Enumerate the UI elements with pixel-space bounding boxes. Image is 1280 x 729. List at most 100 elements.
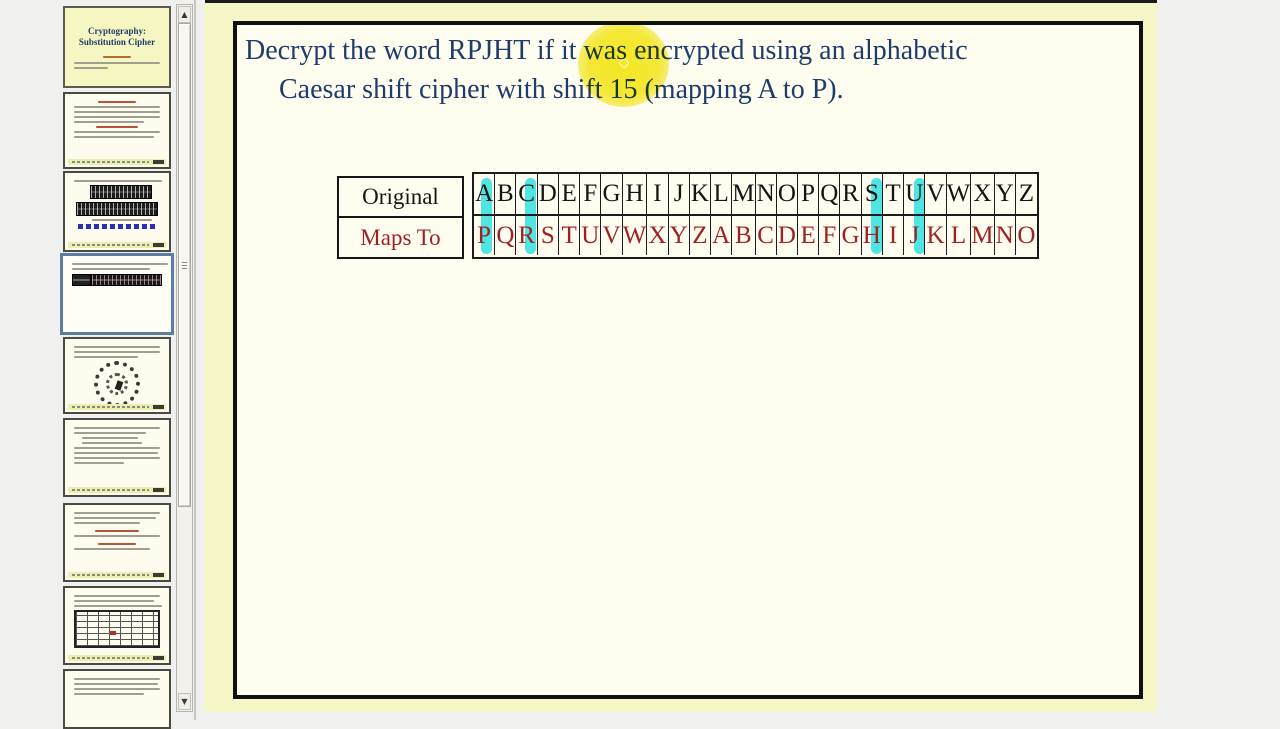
cipher-cell-original-G: G <box>601 174 623 216</box>
sidebar-thumbnail-9[interactable] <box>63 669 171 729</box>
cipher-cell-original-A: A <box>474 174 496 216</box>
thumbnail-8-highlighted-cell <box>110 631 116 635</box>
cipher-cell-original-L: L <box>711 174 733 216</box>
thumbnail-2-heading-line <box>96 126 138 128</box>
sidebar-thumbnail-6[interactable] <box>63 418 171 497</box>
top-border-line <box>205 0 1157 3</box>
thumbnail-1-title-line2: Substitution Cipher <box>78 37 156 47</box>
cipher-cell-mapsto-G: G <box>840 216 862 255</box>
scroll-down-button[interactable]: ▼ <box>178 693 191 710</box>
cipher-cell-mapsto-O: O <box>1017 221 1036 249</box>
cipher-cell-original-I: I <box>647 174 669 216</box>
sidebar-thumbnail-2[interactable] <box>63 92 171 169</box>
sidebar-thumbnail-4-selected[interactable] <box>60 253 174 335</box>
sidebar-thumbnail-3[interactable] <box>63 171 171 252</box>
thumbnail-3-text-line <box>92 219 152 221</box>
cipher-cell-mapsto-T: T <box>559 216 581 255</box>
cipher-cell-original-T: T <box>882 174 905 216</box>
cipher-cell-mapsto-R: R <box>516 216 538 255</box>
cipher-cell-mapsto-P: P <box>474 216 496 255</box>
cipher-cell-mapsto-D: D <box>777 216 798 255</box>
thumbnail-1-subheading-line <box>103 56 131 58</box>
thumbnail-6-bullet-line <box>82 442 142 444</box>
thumbnail-7-text-line <box>74 535 160 537</box>
question-line-2: Caesar shift cipher with shift 15 (mappi… <box>279 74 844 105</box>
cipher-cell-mapsto-U: U <box>580 216 602 255</box>
cipher-cell-mapsto-J: J <box>904 216 926 255</box>
thumbnail-5-text-line <box>74 351 160 353</box>
cipher-cell-original-P: P <box>797 174 820 216</box>
scroll-up-button[interactable]: ▲ <box>178 6 191 23</box>
thumbnail-8-caption <box>68 655 166 661</box>
thumbnail-scrollbar[interactable]: ▲ ▼ <box>176 4 193 712</box>
cipher-cell-mapsto-Y: Y <box>669 216 690 255</box>
thumbnail-3-cipher-grid <box>76 202 158 216</box>
thumbnail-1-title-line1: Cryptography: <box>88 26 146 36</box>
cipher-cell-mapsto-F: F <box>819 216 841 255</box>
cipher-cell-original-B: B <box>495 174 517 216</box>
sidebar-thumbnail-7[interactable] <box>63 503 171 582</box>
cipher-cell-original-X: X <box>971 174 995 216</box>
thumbnail-9-text-line <box>74 693 144 695</box>
slide-question-text: Decrypt the word RPJHT if it was encrypt… <box>245 31 1131 109</box>
caption-badge <box>153 160 164 164</box>
thumbnail-4-mapping-table <box>72 274 162 286</box>
thumbnail-2-heading-line <box>98 101 136 103</box>
thumbnail-8-frequency-table <box>74 610 160 648</box>
thumbnail-7-text-line <box>74 512 160 514</box>
thumbnail-6-text-line <box>74 427 160 429</box>
row-label-maps-to: Maps To <box>360 224 441 250</box>
thumbnail-4-mapping-table-labels <box>72 274 91 286</box>
cyan-highlighter-mark <box>481 178 493 254</box>
thumbnail-2-text-line <box>74 131 160 133</box>
cipher-cell-original-J: J <box>668 174 690 216</box>
thumbnail-6-text-line <box>74 457 160 459</box>
thumbnail-8-text-line <box>74 595 160 597</box>
cyan-highlighter-mark <box>914 178 926 254</box>
caption-badge <box>153 243 164 247</box>
thumbnail-7-text-line <box>74 517 156 519</box>
thumbnail-8-text-line <box>74 605 162 607</box>
cipher-cell-mapsto-V: V <box>601 216 623 255</box>
thumbnail-4-mapping-table-grid <box>91 274 162 286</box>
cipher-cell-mapsto-K: K <box>925 216 947 255</box>
caption-badge <box>153 573 164 577</box>
thumbnail-1-text-line <box>74 67 108 69</box>
cipher-cell-original-N: N <box>755 174 777 216</box>
cipher-cell-original-Y: Y <box>994 174 1016 216</box>
cipher-cell-mapsto-C: C <box>756 216 777 255</box>
thumbnail-5-text-line <box>74 346 160 348</box>
cipher-cell-mapsto-M: M <box>971 216 995 255</box>
thumbnail-6-bullet-line <box>82 437 138 439</box>
cipher-cell-mapsto-W: W <box>623 216 648 255</box>
cipher-row-label-table: Original Maps To <box>337 176 464 259</box>
cipher-cell-mapsto-E: E <box>798 216 820 255</box>
cipher-cell-original-M: M <box>732 174 756 216</box>
presenter-spotlight-highlight <box>578 21 669 107</box>
thumbnail-9-text-line <box>74 683 158 685</box>
thumbnail-6-caption <box>68 487 166 493</box>
thumbnail-4-text-line <box>72 263 168 265</box>
row-label-original: Original <box>339 178 462 218</box>
cipher-cell-mapsto-X: X <box>647 216 669 255</box>
sidebar-thumbnail-5[interactable] <box>63 337 171 414</box>
cipher-cell-original-U: U <box>904 174 926 216</box>
cipher-cell-mapsto-H: H <box>862 216 883 255</box>
thumbnail-1-text-line <box>74 62 160 64</box>
scrollbar-thumb[interactable] <box>178 23 191 507</box>
caption-badge <box>153 656 164 660</box>
cipher-cell-mapsto-N: N <box>995 216 1016 255</box>
thumbnail-3-text-line <box>74 180 162 182</box>
cipher-cell-mapsto-A: A <box>711 216 733 255</box>
caption-badge <box>153 405 164 409</box>
thumbnail-5-circular-cipher-wheel <box>94 361 140 407</box>
thumbnail-2-caption <box>68 159 166 165</box>
thumbnail-1-title: Cryptography: Substitution Cipher <box>68 26 166 48</box>
sidebar-thumbnail-1[interactable]: Cryptography: Substitution Cipher <box>63 6 171 88</box>
sidebar-thumbnail-8[interactable] <box>63 586 171 665</box>
thumbnail-3-cipher-grid <box>90 185 152 199</box>
thumbnail-3-caption <box>68 242 166 248</box>
thumbnail-3-blue-handwriting <box>78 224 156 229</box>
